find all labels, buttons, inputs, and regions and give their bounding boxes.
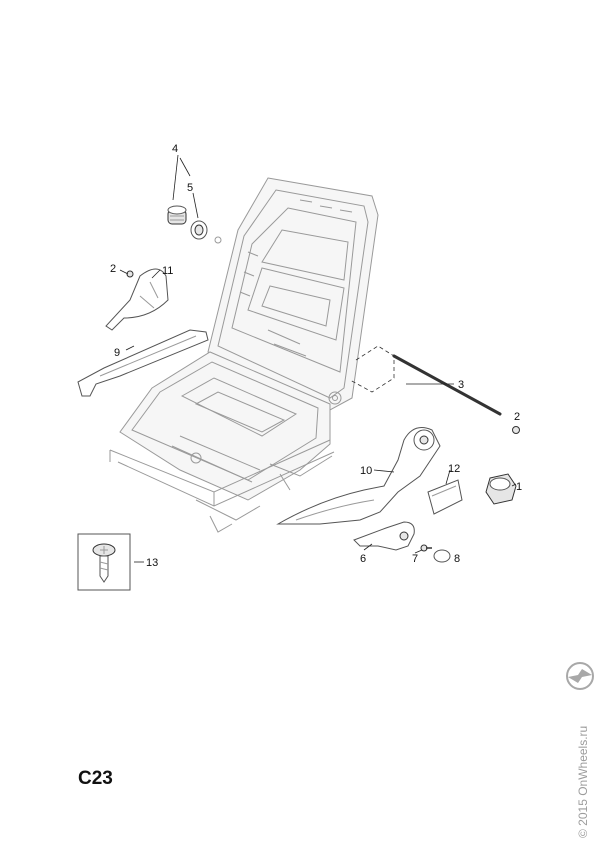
part-11-bracket	[105, 268, 169, 331]
callout-5: 5	[187, 182, 193, 194]
callout-6: 6	[360, 553, 366, 565]
callout-4: 4	[172, 143, 178, 155]
callout-12: 12	[448, 463, 460, 475]
leader-lines	[119, 154, 517, 563]
part-6-lever	[353, 521, 415, 551]
callout-13: 13	[146, 557, 158, 569]
callout-10: 10	[360, 465, 372, 477]
part-4-knob	[167, 205, 187, 225]
part-12-cover-plate	[427, 479, 463, 515]
part-9-trim-strip	[77, 329, 209, 397]
callout-3: 3	[458, 379, 464, 391]
callout-7: 7	[412, 553, 418, 565]
part-2-screw-left	[126, 270, 134, 278]
callout-1: 1	[516, 481, 522, 493]
part-13-screw-box	[77, 533, 131, 591]
callout-9: 9	[114, 347, 120, 359]
page-code: C23	[78, 768, 113, 789]
copyright-watermark: © 2015 OnWheels.ru	[576, 725, 590, 838]
callout-2-left: 2	[110, 263, 116, 275]
callout-8: 8	[454, 553, 460, 565]
part-7-screw	[420, 544, 432, 552]
opel-lightning-icon	[566, 662, 594, 690]
seat-frame-assembly	[109, 177, 379, 533]
part-10-side-cover	[276, 427, 441, 525]
part-1-handwheel	[485, 473, 517, 505]
callout-11: 11	[162, 265, 173, 277]
part-8-cap	[433, 549, 451, 563]
part-5-ring	[190, 220, 208, 240]
part-2-screw-right	[512, 426, 520, 434]
callout-labels: 1 2 2 3 4 5 6 7 8 9 10 11 12 13	[110, 143, 522, 569]
part-3-rod	[349, 345, 502, 416]
callout-2-right: 2	[514, 411, 520, 423]
